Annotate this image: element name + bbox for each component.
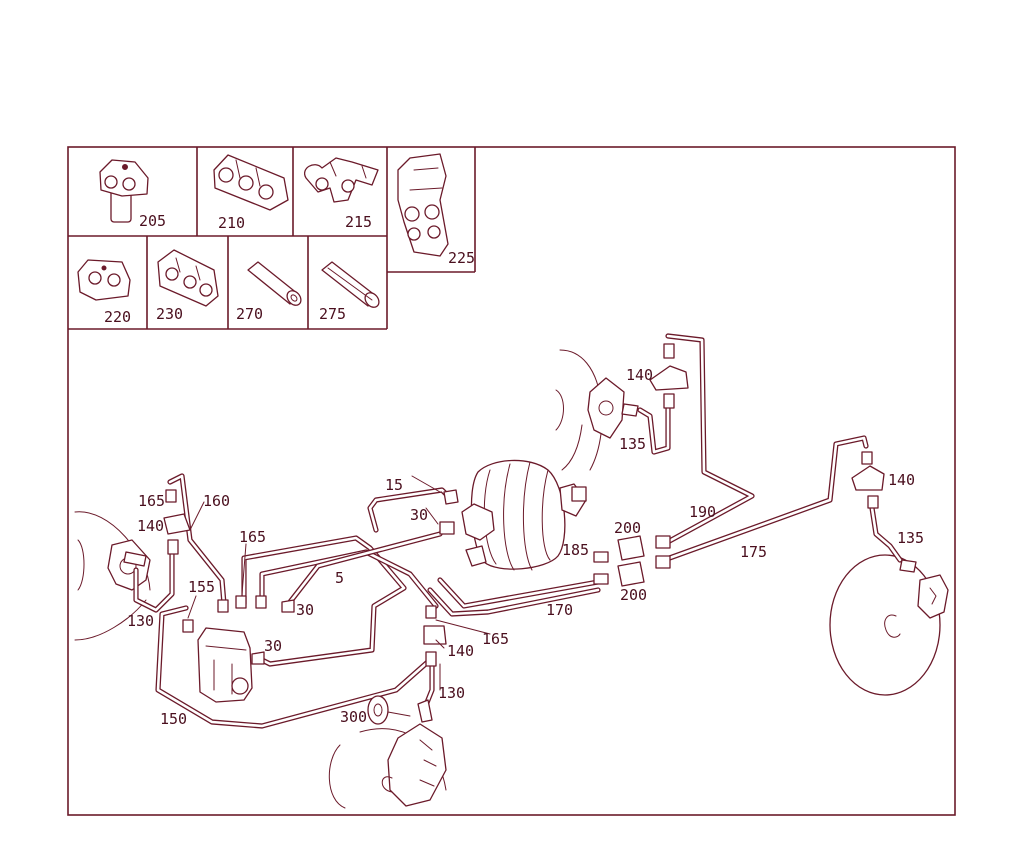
distributor-block [197, 627, 253, 703]
callout-30a: 30 [410, 506, 428, 524]
callout-160: 160 [203, 492, 230, 510]
callout-135a: 135 [619, 435, 646, 453]
front-right-disc [555, 349, 625, 471]
callout-155: 155 [188, 578, 215, 596]
callout-5: 5 [335, 569, 344, 587]
callout-165c: 165 [482, 630, 509, 648]
callout-135b: 135 [897, 529, 924, 547]
callout-140b: 140 [888, 471, 915, 489]
clip-225-icon [397, 153, 449, 257]
callout-190: 190 [689, 503, 716, 521]
inset-label-220: 220 [104, 308, 131, 326]
clip-220-icon [77, 259, 131, 301]
clip-205-icon [99, 159, 149, 223]
callout-15: 15 [385, 476, 403, 494]
leader-lines [187, 475, 491, 691]
brake-pipes [133, 333, 903, 729]
inset-label-215: 215 [345, 213, 372, 231]
inset-label-275: 275 [319, 305, 346, 323]
callout-165a: 165 [138, 492, 165, 510]
diagram-frame [67, 146, 956, 816]
inset-label-210: 210 [218, 214, 245, 232]
callout-30c: 30 [264, 637, 282, 655]
front-left-disc [74, 511, 151, 641]
callout-150: 150 [160, 710, 187, 728]
rear-right-disc [829, 554, 949, 696]
inset-grid [68, 147, 476, 330]
callout-130b: 130 [438, 684, 465, 702]
inset-label-205: 205 [139, 212, 166, 230]
clip-215-icon [304, 157, 379, 203]
rear-left-disc [328, 723, 447, 809]
brake-booster [461, 459, 587, 571]
inset-label-270: 270 [236, 305, 263, 323]
callout-185: 185 [562, 541, 589, 559]
sleeve-270-icon [247, 261, 302, 306]
inset-label-230: 230 [156, 305, 183, 323]
fittings [123, 343, 917, 725]
callout-175: 175 [740, 543, 767, 561]
inset-labels: 205 210 215 225 220 230 270 275 [104, 212, 475, 326]
sleeve-275-icon [321, 261, 380, 308]
clip-210-icon [213, 154, 289, 211]
callout-140c: 140 [137, 517, 164, 535]
callout-170: 170 [546, 601, 573, 619]
clip-230-icon [157, 249, 219, 307]
callout-300: 300 [340, 708, 367, 726]
callout-labels: 15 30 30 30 30 5 130 130 135 135 140 140… [127, 366, 924, 728]
callout-200a: 200 [614, 519, 641, 537]
callout-165b: 165 [239, 528, 266, 546]
callout-140a: 140 [626, 366, 653, 384]
callout-140d: 140 [447, 642, 474, 660]
callout-30b: 30 [296, 601, 314, 619]
callout-130a: 130 [127, 612, 154, 630]
inset-label-225: 225 [448, 249, 475, 267]
callout-200b: 200 [620, 586, 647, 604]
